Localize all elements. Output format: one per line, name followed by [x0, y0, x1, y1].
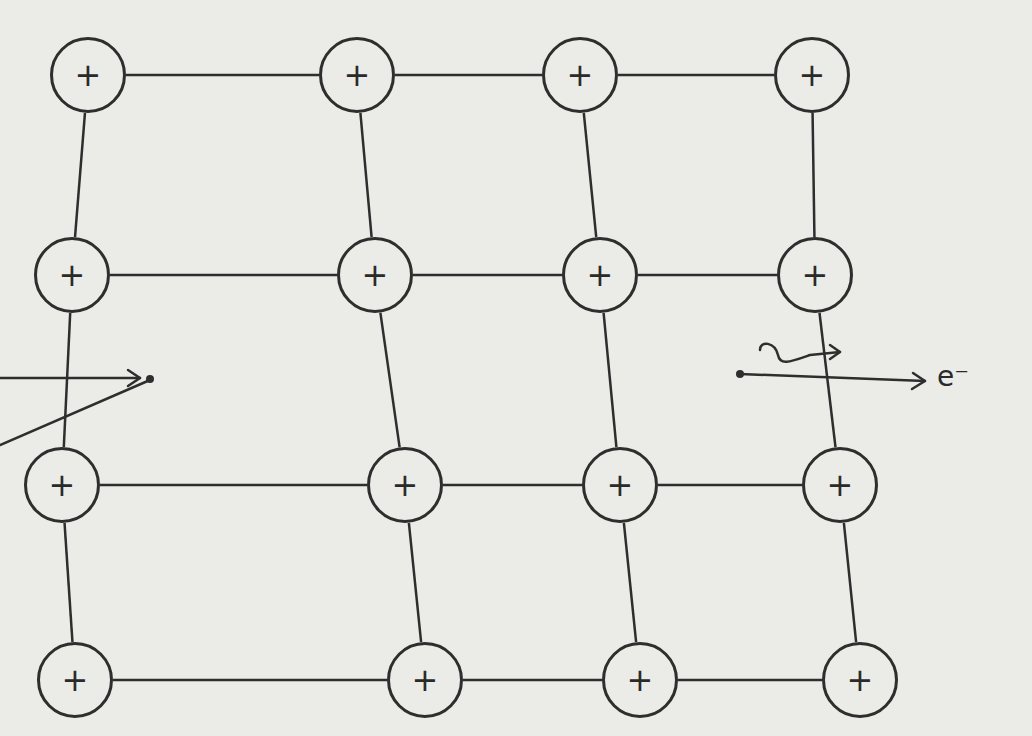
- lattice-bond: [65, 523, 73, 642]
- ion-circle: +: [582, 447, 658, 523]
- ion-charge: +: [847, 664, 874, 696]
- lattice-bond: [624, 523, 636, 642]
- lattice-bond: [100, 484, 367, 487]
- electron-dot: [146, 375, 154, 383]
- electron-arrow: [740, 374, 925, 381]
- ion-circle: +: [337, 237, 413, 313]
- ion-charge: +: [607, 469, 634, 501]
- ion-circle: +: [802, 447, 878, 523]
- ion-circle: +: [777, 237, 853, 313]
- ion-charge: +: [59, 259, 86, 291]
- ion-charge: +: [587, 259, 614, 291]
- ion-circle: +: [24, 447, 100, 523]
- ion-charge: +: [567, 59, 594, 91]
- arrow-head: [912, 373, 925, 389]
- ion-circle: +: [319, 37, 395, 113]
- lattice-bond: [844, 523, 856, 642]
- lattice-bond: [409, 523, 421, 642]
- ion-charge: +: [75, 59, 102, 91]
- ion-charge: +: [802, 259, 829, 291]
- ion-circle: +: [50, 37, 126, 113]
- ion-charge: +: [799, 59, 826, 91]
- ion-charge: +: [392, 469, 419, 501]
- arrow-head: [830, 345, 840, 359]
- ion-circle: +: [387, 642, 463, 718]
- electron-path: [0, 380, 150, 445]
- lattice-bond: [413, 274, 562, 277]
- ion-circle: +: [602, 642, 678, 718]
- ion-circle: +: [37, 642, 113, 718]
- ion-circle: +: [367, 447, 443, 523]
- lattice-bond: [658, 484, 802, 487]
- lattice-bond: [463, 679, 602, 682]
- lattice-bond: [75, 113, 85, 237]
- ion-charge: +: [627, 664, 654, 696]
- ion-circle: +: [542, 37, 618, 113]
- electron-arrow: [0, 377, 140, 380]
- ion-charge: +: [412, 664, 439, 696]
- ion-circle: +: [34, 237, 110, 313]
- lattice-bond: [584, 113, 596, 237]
- lattice-bond: [395, 74, 542, 77]
- lattice-bond: [113, 679, 387, 682]
- electron-label: e⁻: [935, 360, 971, 393]
- electron-dot: [736, 370, 744, 378]
- lattice-bond: [380, 313, 399, 448]
- lattice-bond: [813, 113, 815, 237]
- ion-circle: +: [822, 642, 898, 718]
- lattice-bond: [618, 74, 774, 77]
- lattice-bond: [604, 313, 617, 447]
- curved-arrow: [760, 344, 840, 362]
- arrow-head: [128, 370, 140, 386]
- ion-charge: +: [49, 469, 76, 501]
- ion-circle: +: [562, 237, 638, 313]
- lattice-bond: [360, 113, 371, 237]
- ion-charge: +: [344, 59, 371, 91]
- lattice-bond: [678, 679, 822, 682]
- lattice-bond: [638, 274, 777, 277]
- lattice-bond: [443, 484, 582, 487]
- ion-charge: +: [62, 664, 89, 696]
- lattice-bond: [126, 74, 319, 77]
- ion-charge: +: [827, 469, 854, 501]
- ion-charge: +: [362, 259, 389, 291]
- lattice-bond: [64, 313, 70, 447]
- lattice-bond: [819, 313, 835, 448]
- lattice-bond: [110, 274, 337, 277]
- ion-circle: +: [774, 37, 850, 113]
